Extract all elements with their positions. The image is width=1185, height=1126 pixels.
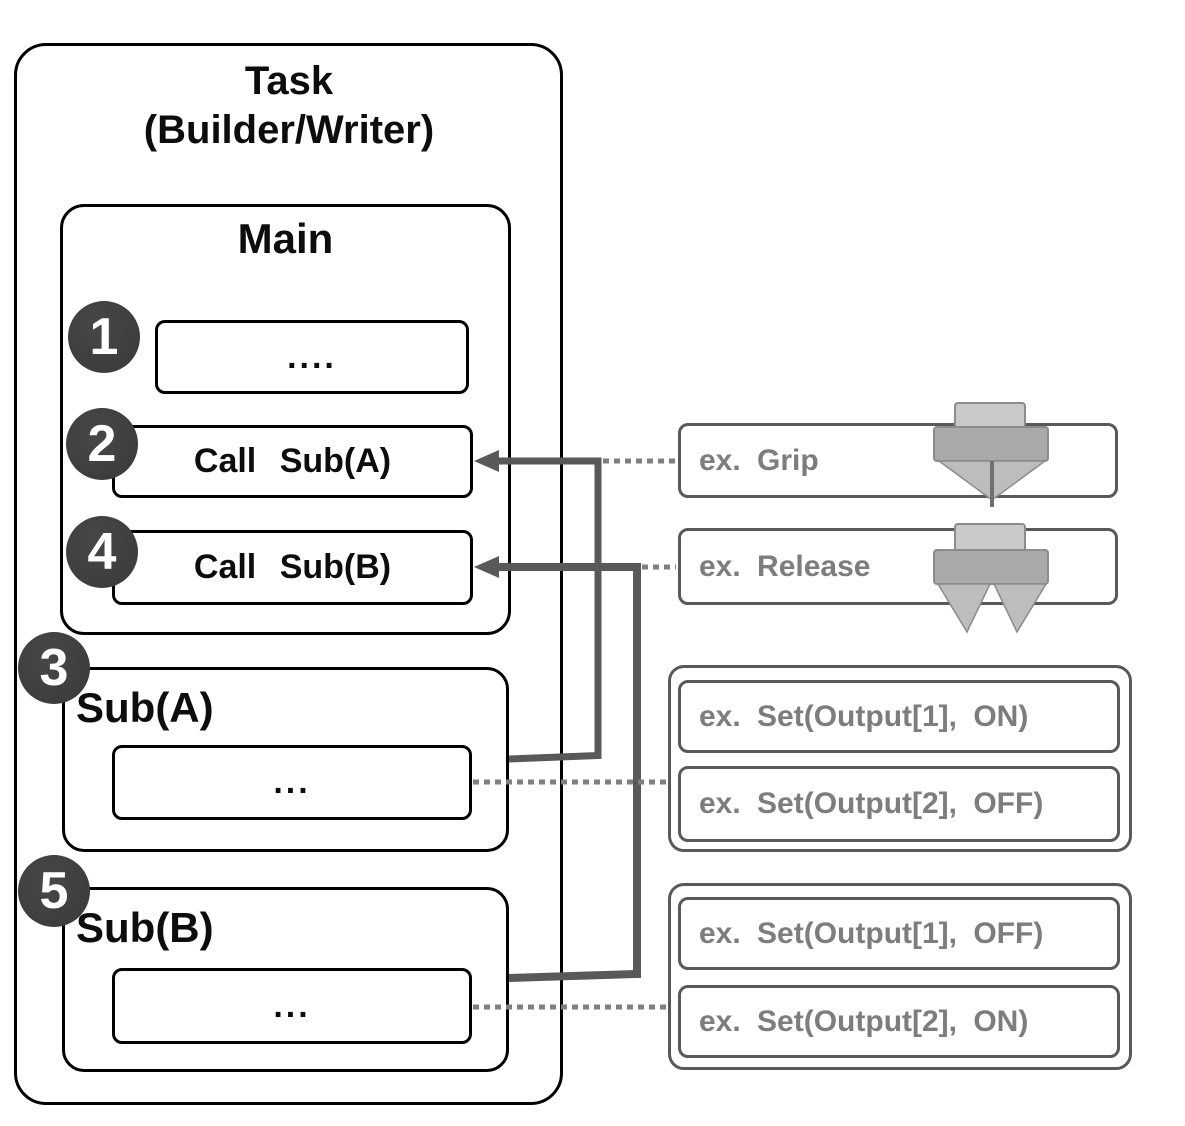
sub-b-body-box: ... [112, 968, 472, 1044]
call-sub-a-text: Call Sub(A) [193, 442, 392, 480]
sub-b-container [62, 887, 509, 1072]
example-grip-text: ex. Grip [699, 443, 819, 477]
connector-sub-b-line [497, 563, 641, 982]
example-set-a1-box: ex. Set(Output[1], ON) [678, 680, 1120, 753]
sub-a-body-text: ... [273, 763, 311, 801]
example-release-text: ex. Release [699, 549, 871, 583]
sub-a-body-box: ... [112, 745, 472, 820]
task-title: Task (Builder/Writer) [15, 57, 563, 155]
example-set-b1-text: ex. Set(Output[1], OFF) [699, 916, 1044, 950]
call-sub-b-text: Call Sub(B) [193, 548, 392, 586]
example-set-a2-text: ex. Set(Output[2], OFF) [699, 787, 1044, 820]
main-step1-box: .... [155, 320, 469, 394]
step-circle-1: 1 [68, 301, 140, 373]
main-label: Main [237, 215, 334, 262]
sub-a-label: Sub(A) [76, 684, 214, 731]
example-set-b1-box: ex. Set(Output[1], OFF) [678, 897, 1120, 970]
main-container [60, 204, 511, 635]
example-set-b2-box: ex. Set(Output[2], ON) [678, 985, 1120, 1058]
sub-b-body-text: ... [273, 986, 311, 1025]
example-set-b2-text: ex. Set(Output[2], ON) [699, 1004, 1029, 1038]
main-step1-text: .... [287, 337, 337, 376]
call-sub-a-box: Call Sub(A) [112, 425, 473, 498]
step-circle-2: 2 [66, 408, 138, 480]
connector-sub-b-arrowhead [474, 556, 499, 578]
gripper-open-icon [933, 523, 1049, 634]
step-circle-5: 5 [18, 855, 90, 927]
task-title-line2: (Builder/Writer) [143, 108, 435, 152]
sub-b-label: Sub(B) [76, 904, 214, 951]
call-sub-b-box: Call Sub(B) [112, 530, 473, 605]
task-container [14, 43, 563, 1105]
step-circle-3: 3 [18, 632, 90, 704]
sub-a-container [62, 667, 509, 852]
task-title-line1: Task [244, 59, 334, 103]
step-circle-4: 4 [66, 516, 138, 588]
example-set-a2-box: ex. Set(Output[2], OFF) [678, 766, 1120, 842]
connector-sub-a-line [497, 457, 602, 763]
gripper-closed-icon [933, 402, 1049, 507]
connector-sub-a-arrowhead [474, 450, 499, 472]
example-set-a1-text: ex. Set(Output[1], ON) [699, 699, 1029, 733]
